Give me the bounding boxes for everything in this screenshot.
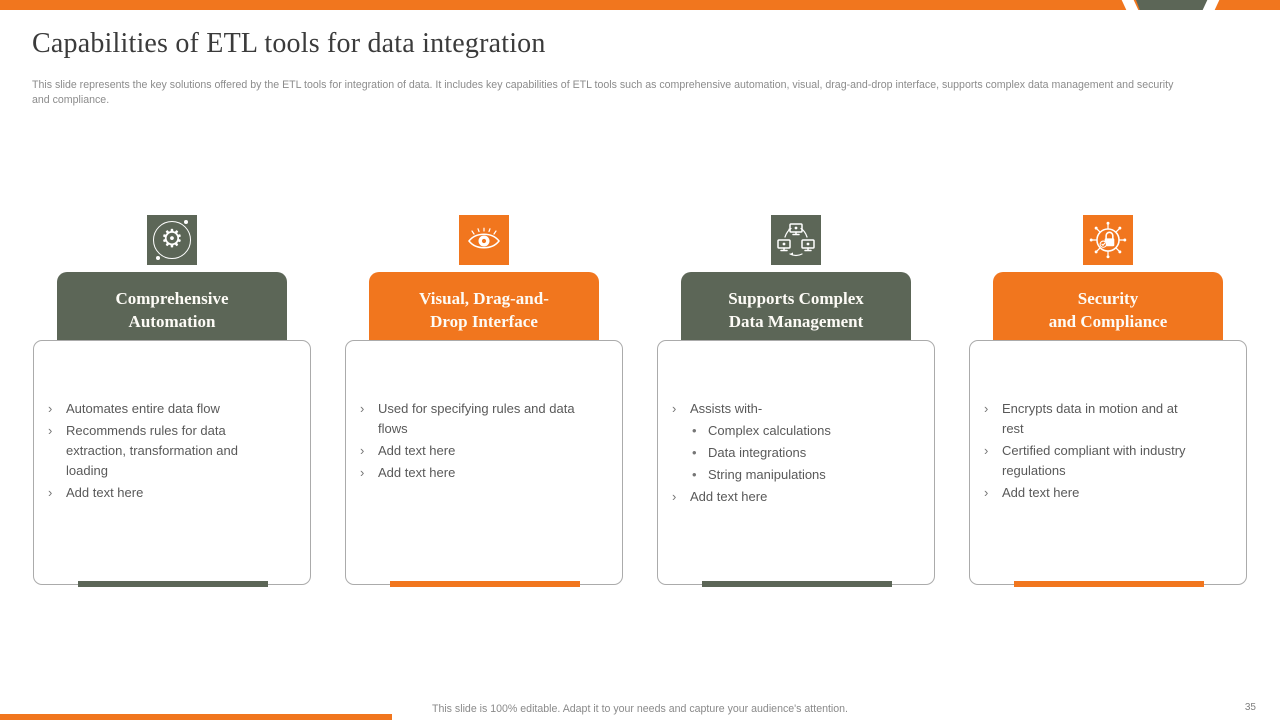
bullet-marker: › [360,401,365,416]
bullet-item: › Automates entire data flow [48,399,266,419]
bullet-marker: › [672,401,677,416]
eye-visual-svg [468,227,500,249]
gear-ring: ⚙ [153,220,191,260]
bullet-item: › Certified compliant with industry regul… [984,441,1202,481]
capability-card: › Automates entire data flow › Recommends r… [33,340,311,587]
bullet-item: › Add text here [360,441,578,461]
bullet-item: › Add text here [48,483,266,503]
bullet-marker: › [672,489,677,504]
bullet-text: Data integrations [708,445,807,460]
card-accent-bar [702,581,892,587]
bullet-text: Complex calculations [708,423,831,438]
network-monitors-svg [777,223,815,257]
bullet-item: › Used for specifying rules and data flow… [360,399,578,439]
bullet-item: › Recommends rules for data extraction, t… [48,421,266,481]
page-title: Capabilities of ETL tools for data integ… [32,28,546,59]
network-monitors-icon [771,215,821,265]
bullet-text: Add text here [690,489,768,504]
bullet-item: › Encrypts data in motion and at rest [984,399,1202,439]
card-accent-bar [390,581,580,587]
bullet-list: › Encrypts data in motion and at rest › Cer… [984,399,1202,503]
column-security-compliance: Security and Compliance ›Encrypts data i… [969,215,1247,587]
capability-card: › Encrypts data in motion and at rest › Cer… [969,340,1247,587]
slide-description: This slide represents the key solutions … [32,79,1174,106]
bullet-list: › Used for specifying rules and data flow… [360,399,578,483]
card-accent-bar [1014,581,1204,587]
bullet-text: String manipulations [708,467,826,482]
bullet-list: › Automates entire data flow › Recommends r… [48,399,266,503]
bullet-item: › Assists with- [672,399,890,419]
bullet-list: › Assists with- • Complex calculations • Data… [672,399,890,507]
top-deco-parallelogram [1136,0,1212,10]
bullet-marker: › [984,485,989,500]
bullet-marker: › [360,443,365,458]
bullet-text: Add text here [378,443,456,458]
capability-columns: ⚙ Comprehensive Automation ›Automates en… [33,215,1247,587]
slide-footer-note: This slide is 100% editable. Adapt it to… [431,703,849,715]
bullet-marker: › [360,465,365,480]
bullet-item: › Add text here [984,483,1202,503]
bullet-marker: › [984,401,989,416]
sub-bullet-item: • Complex calculations [672,421,890,441]
capability-card: › Used for specifying rules and data flow… [345,340,623,587]
bullet-marker: › [48,423,53,438]
top-accent-bar [0,0,1280,10]
bullet-marker: › [48,485,53,500]
eye-visual-icon [459,215,509,265]
bullet-item: › Add text here [672,487,890,507]
bullet-marker: › [48,401,53,416]
bullet-marker: • [692,423,697,438]
sub-bullet-item: • String manipulations [672,465,890,485]
bullet-text: Add text here [1002,485,1080,500]
gear-glyph: ⚙ [160,224,184,253]
bullet-item: › Add text here [360,463,578,483]
column-visual-drag-and-drop: Visual, Drag-and- Drop Interface ›Used f… [345,215,623,587]
bullet-marker: • [692,467,697,482]
column-comprehensive-automation: ⚙ Comprehensive Automation ›Automates en… [33,215,311,587]
bullet-text: Recommends rules for data extraction, tr… [66,423,238,478]
bullet-text: Automates entire data flow [66,401,220,416]
bullet-marker: • [692,445,697,460]
secure-network-lock-svg [1089,221,1127,259]
bullet-text: Used for specifying rules and data flows [378,401,575,436]
bullet-marker: › [984,443,989,458]
bullet-text: Encrypts data in motion and at rest [1002,401,1178,436]
column-complex-data-management: Supports Complex Data Management ›Assist… [657,215,935,587]
capability-card: › Assists with- • Complex calculations • Data… [657,340,935,587]
card-accent-bar [78,581,268,587]
bullet-text: Add text here [378,465,456,480]
page-number: 35 [1244,702,1256,713]
gear-automation-icon: ⚙ [147,215,197,265]
bullet-text: Certified compliant with industry regula… [1002,443,1186,478]
secure-network-lock-icon [1083,215,1133,265]
sub-bullet-item: • Data integrations [672,443,890,463]
bullet-text: Assists with- [690,401,763,416]
bullet-text: Add text here [66,485,144,500]
bottom-accent-strip [0,714,392,720]
